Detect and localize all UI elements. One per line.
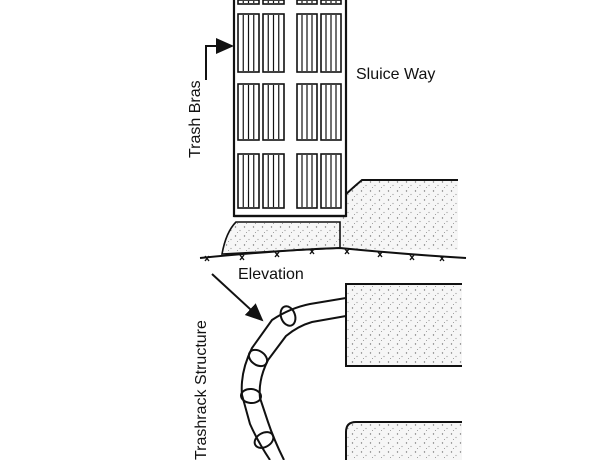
elevation-bank — [340, 180, 458, 250]
elevation-footing — [221, 221, 341, 255]
trash-bar-panels — [237, 0, 342, 209]
trashrack-curve — [240, 297, 347, 460]
sluice-way-label: Sluice Way — [356, 66, 435, 83]
plan-bank-lower — [346, 422, 462, 460]
ground-line — [199, 246, 467, 259]
ground-hatch — [204, 248, 445, 262]
trash-bars-arrow — [205, 38, 234, 80]
plan-bank-upper — [346, 284, 462, 366]
trashrack-structure-label: Trashrack Structure — [193, 320, 210, 460]
intake-tower — [232, 0, 348, 218]
trashrack-arrow — [211, 273, 264, 322]
trash-bars-label: Trash Bras — [187, 80, 204, 158]
elevation-label: Elevation — [238, 266, 304, 283]
